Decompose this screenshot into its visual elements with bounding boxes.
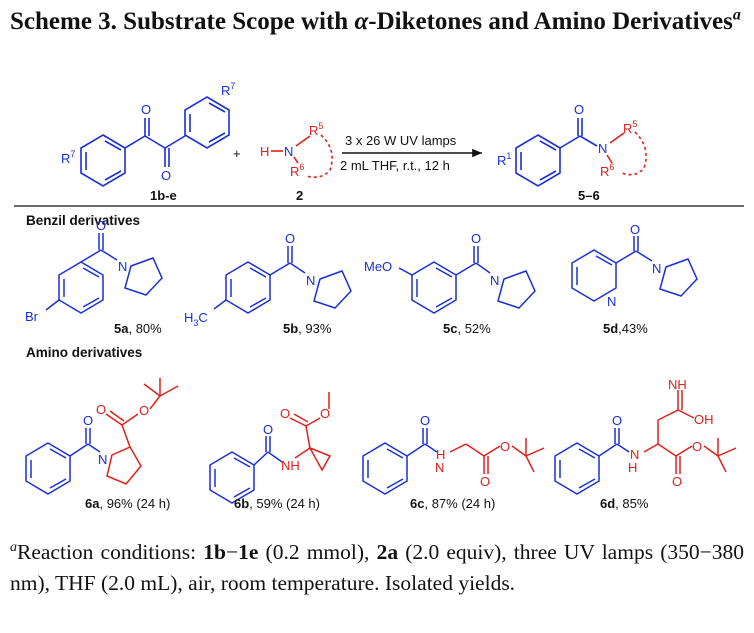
reactant-1-oxygen-bottom: O — [161, 168, 171, 183]
title-greek: α — [354, 8, 369, 35]
scheme-title: Scheme 3. Substrate Scope with α-Diketon… — [10, 6, 750, 37]
label-5c: 5c, 52% — [443, 321, 491, 336]
structure-5c — [398, 246, 536, 314]
reactant-1-structure — [80, 96, 230, 187]
footnote-text-2: (0.2 mmol), — [258, 540, 377, 565]
footnote-dash: − — [225, 540, 239, 565]
6c-oxygen: O — [420, 413, 430, 428]
reactant-2-n: N — [284, 144, 293, 159]
title-text-2: -Diketones and Amino Derivatives — [368, 8, 733, 35]
label-6a: 6a, 96% (24 h) — [85, 496, 170, 511]
product-oxygen: O — [574, 102, 584, 117]
reactant-2-label: 2 — [296, 188, 303, 203]
scheme-footnote: aReaction conditions: 1b−1e (0.2 mmol), … — [10, 532, 744, 599]
structure-6c — [362, 428, 545, 495]
product-structure — [515, 118, 598, 187]
5b-oxygen: O — [285, 231, 295, 246]
structure-5a — [45, 233, 163, 314]
6d-ester-oxygen-1: O — [672, 474, 682, 489]
5c-nitrogen: N — [490, 273, 499, 288]
reactant-2-r6: R6 — [290, 162, 304, 179]
label-5a: 5a, 80% — [114, 321, 162, 336]
section-amino-heading: Amino derivatives — [26, 345, 142, 360]
reactant-1-r7-left: R7 — [61, 149, 75, 166]
title-footnote-mark: a — [732, 6, 741, 24]
5d-nitrogen: N — [652, 261, 661, 276]
reactant-1-r7-top: R7 — [221, 81, 235, 98]
structure-6a — [25, 378, 179, 495]
reactant-1-oxygen-top: O — [141, 102, 151, 117]
5d-pyridine-n: N — [607, 294, 616, 309]
conditions-line-1: 3 x 26 W UV lamps — [345, 133, 457, 148]
label-6c: 6c, 87% (24 h) — [410, 496, 495, 511]
label-5b: 5b, 93% — [283, 321, 332, 336]
product-r6: R6 — [600, 162, 614, 179]
label-5d: 5d,43% — [603, 321, 648, 336]
product-amine-part — [606, 131, 647, 176]
5a-oxygen: O — [96, 218, 106, 233]
6a-nitrogen: N — [98, 452, 107, 467]
6b-nh: NH — [281, 458, 300, 473]
product-label: 5–6 — [578, 188, 600, 203]
reactant-2-h: H — [260, 144, 269, 159]
footnote-text-1: Reaction conditions: — [17, 540, 204, 565]
5c-methoxy: MeO — [364, 259, 392, 274]
6c-ester-oxygen-1: O — [480, 474, 490, 489]
6d-oxygen: O — [612, 413, 622, 428]
footnote-bold-3: 2a — [376, 540, 399, 565]
product-n: N — [598, 141, 607, 156]
footnote-bold-2: 1e — [238, 540, 259, 565]
plus-sign: + — [233, 146, 241, 161]
footnote-text-3: (2.0 equiv), three UV lamps (350−380 nm)… — [10, 540, 744, 596]
reactant-1-label: 1b-e — [150, 188, 177, 203]
6a-ester-oxygen-1: O — [96, 402, 106, 417]
5b-methyl: H3C — [184, 310, 208, 328]
product-r5: R5 — [623, 119, 637, 136]
6d-imino-nh: NH — [668, 377, 687, 392]
6d-hydroxy: OH — [694, 412, 714, 427]
6b-ester-oxygen-1: O — [280, 406, 290, 421]
reactant-2-structure — [271, 134, 333, 178]
structure-6d — [554, 390, 737, 495]
6b-ester-oxygen-2: O — [320, 406, 330, 421]
conditions-line-2: 2 mL THF, r.t., 12 h — [340, 158, 450, 173]
reactant-2-r5: R5 — [309, 121, 323, 138]
label-6b: 6b, 59% (24 h) — [234, 496, 320, 511]
scheme-graphic: O O R7 R7 1b-e + H N R5 R6 2 3 x 26 W UV… — [14, 81, 744, 511]
product-r1: R1 — [497, 151, 511, 168]
structure-5b — [213, 246, 352, 314]
structure-6b — [209, 392, 332, 504]
5a-nitrogen: N — [118, 259, 127, 274]
5d-oxygen: O — [630, 222, 640, 237]
6a-ester-oxygen-2: O — [139, 403, 149, 418]
6d-ester-oxygen-2: O — [692, 439, 702, 454]
footnote-mark: a — [10, 540, 17, 555]
5c-oxygen: O — [471, 231, 481, 246]
6a-oxygen: O — [83, 413, 93, 428]
6b-oxygen: O — [263, 422, 273, 437]
footnote-bold-1: 1b — [203, 540, 226, 565]
6c-ester-oxygen-2: O — [500, 439, 510, 454]
structure-5d — [571, 236, 698, 302]
section-benzil-heading: Benzil derivatives — [26, 213, 140, 228]
5a-bromo: Br — [25, 309, 39, 324]
5b-nitrogen: N — [306, 273, 315, 288]
title-text: Scheme 3. Substrate Scope with — [10, 8, 355, 35]
label-6d: 6d, 85% — [600, 496, 649, 511]
